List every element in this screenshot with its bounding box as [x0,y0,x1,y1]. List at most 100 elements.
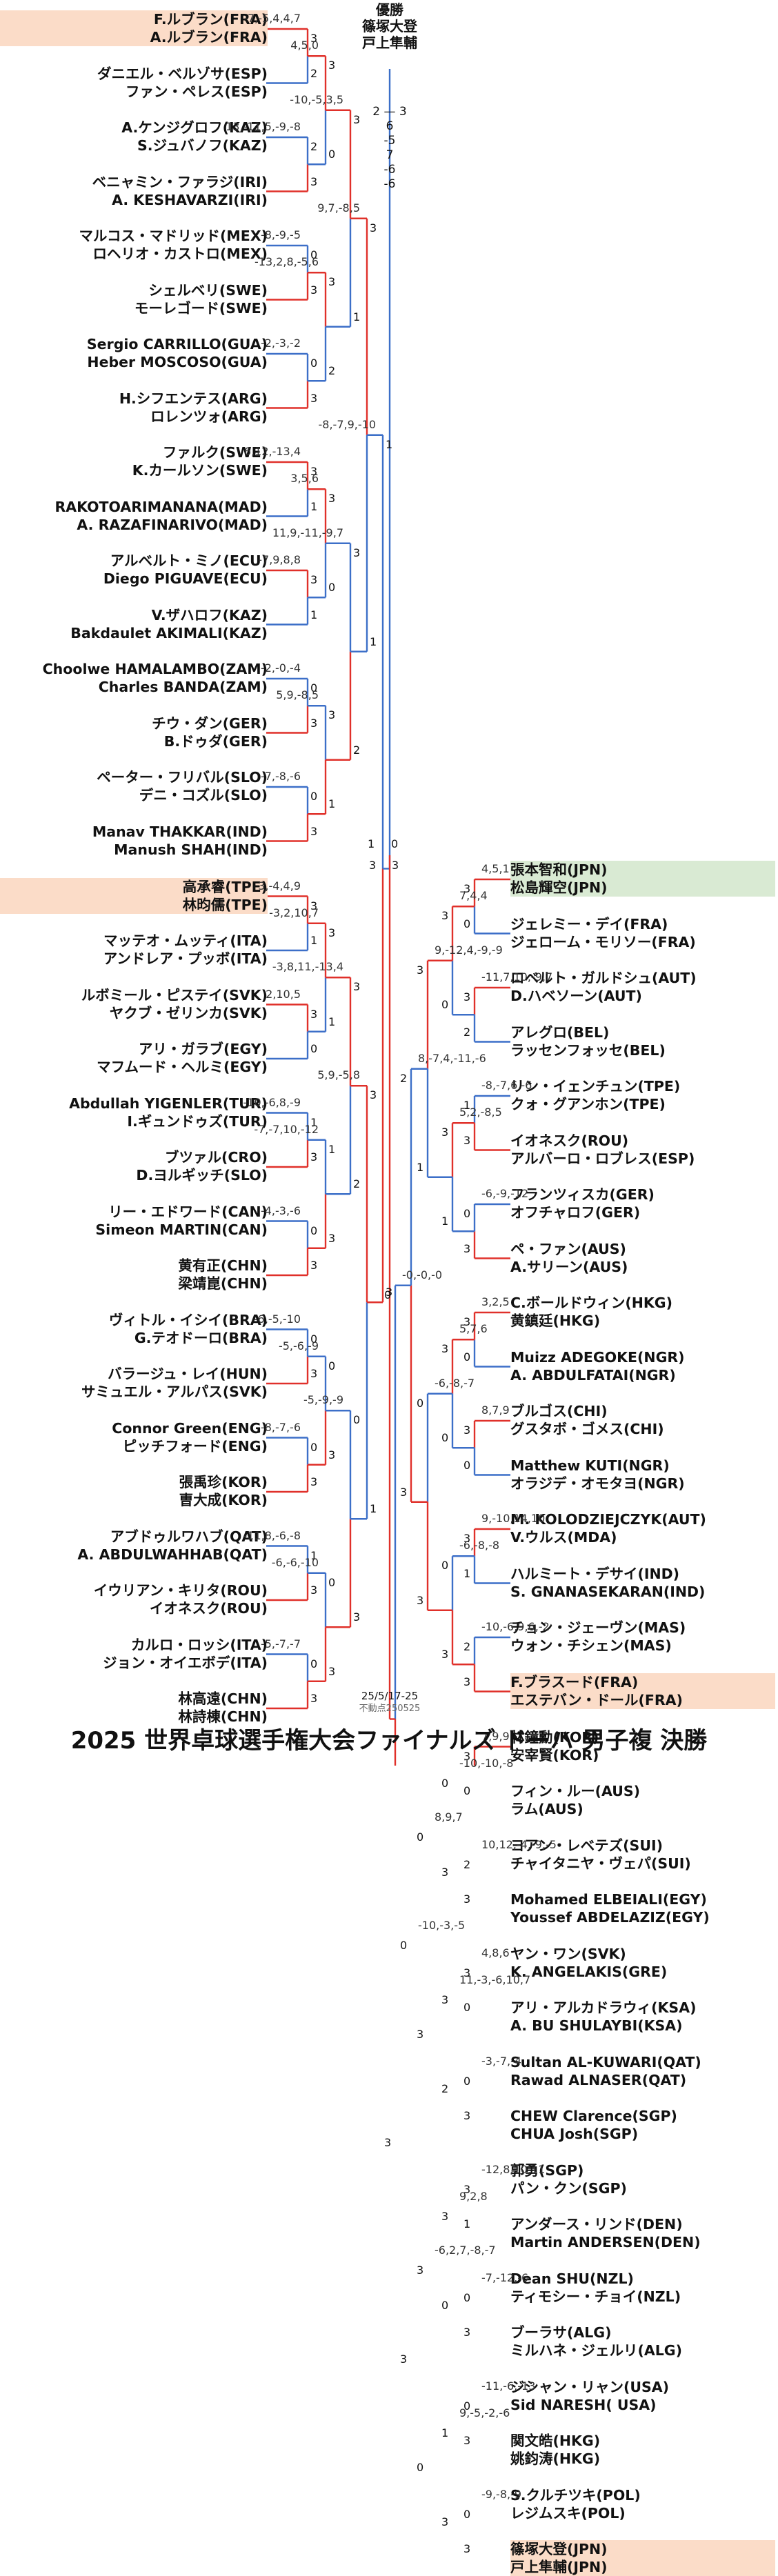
game-points: 0 [328,581,336,595]
match-score: 5,9,-8,5 [276,688,319,702]
game-points: 0 [384,1288,392,1301]
player-name: 戸上隼輔(JPN) [510,2559,608,2575]
player-name: 曺大成(KOR) [179,1492,268,1508]
player-name: フィン・ルー(AUS) [510,1783,640,1799]
player-name: 姚鈞涛(HKG) [510,2450,601,2467]
game-points: 1 [463,1566,471,1580]
game-points: 1 [463,1099,471,1112]
player-name: ミルハネ・ジェルリ(ALG) [510,2342,682,2359]
match-score: 10,12,-4,-9,-5 [481,1837,557,1851]
match-score: -3,-7,-4 [481,2054,522,2068]
match-score: -9,-8,-9 [481,2487,522,2501]
game-points: 3 [463,1749,471,1763]
game-points: 3 [463,882,471,895]
player-name: Sid NARESH( USA) [510,2396,657,2413]
game-points: 3 [417,963,424,977]
game-points: 1 [328,797,336,811]
team-pair: 黄有正(CHN)梁靖崑(CHN) [178,1257,268,1292]
player-name: Abdullah YIGENLER(TUR) [69,1095,268,1112]
player-name: 関文皓(HKG) [510,2433,601,2449]
player-name: A. RAZAFINARIVO(MAD) [77,516,268,533]
player-name: 梁靖崑(CHN) [178,1275,268,1292]
team-pair: Sergio CARRILLO(GUA)Heber MOSCOSO(GUA) [87,335,268,371]
team-pair: フランツィスカ(GER)オフチャロフ(GER) [510,1186,655,1221]
player-name: ラッセンフォッセ(BEL) [510,1041,666,1059]
game-points: 3 [370,221,377,234]
match-score: -10,-6,8,-9 [243,1095,301,1109]
team-pair: Mohamed ELBEIALI(EGY)Youssef ABDELAZIZ(E… [510,1890,710,1926]
player-name: ジェローム・モリソー(FRA) [510,933,696,950]
match-score: 8,7,9 [481,1404,510,1417]
player-name: 黄有正(CHN) [178,1257,268,1274]
game-points: 1 [310,1115,318,1129]
team-pair: 林鐘勳(KOR)安宰賢(KOR) [510,1728,599,1764]
team-pair: C.ボールドウィン(HKG)黄鎮廷(HKG) [510,1294,672,1330]
game-points: 0 [310,1042,318,1055]
game-points: 3 [463,990,471,1004]
game-points: 3 [463,1675,471,1688]
match-score: -11,8,-6,-8 [243,1528,301,1542]
team-pair: M. KOLODZIEJCZYK(AUT)V.ウルス(MDA) [510,1510,706,1546]
bracket-lines [266,28,510,1766]
match-score: 9,2,8 [459,2189,488,2203]
game-points: 3 [328,1664,336,1678]
match-score: -10,-5,3,5 [290,92,343,106]
match-score: -6,-9,-12 [481,1187,529,1200]
team-pair: ヴィトル・イシイ(BRA)G.テオドーロ(BRA) [109,1311,268,1347]
game-points: 0 [353,1413,361,1427]
game-points: 0 [441,998,449,1012]
team-pair: リー・エドワード(CAN)Simeon MARTIN(CAN) [95,1203,268,1239]
game-points: 3 [310,1259,318,1272]
team-pair: V.ザハロフ(KAZ)Bakdaulet AKIMALI(KAZ) [70,606,268,642]
match-score: 2,10,5 [266,987,301,1001]
match-score: -10,-3,-5 [418,1919,466,1933]
player-name: クォ・グアンホン(TPE) [510,1096,666,1112]
player-name: Matthew KUTI(NGR) [510,1457,670,1474]
game-points: 2 [400,1071,408,1085]
match-score: 4,5,0 [290,39,319,52]
player-name: アルベルト・ミノ(ECU) [110,552,268,569]
team-pair: フィン・ルー(AUS)ラム(AUS) [510,1782,640,1818]
player-name: アルバーロ・ロブレス(ESP) [510,1150,695,1167]
game-points: 3 [310,1475,318,1488]
game-points: 0 [310,1657,318,1670]
game-points: 1 [417,1160,424,1174]
player-name: チャイタニヤ・ヴェパ(SUI) [510,1855,691,1872]
game-points: 1 [370,635,377,648]
player-name: Youssef ABDELAZIZ(EGY) [510,1909,710,1926]
game-points: 3 [463,2542,471,2555]
player-name: Manav THAKKAR(IND) [92,823,268,840]
final-game-score: 6 [386,119,394,133]
team-pair: チウ・ダン(GER)B.ドゥダ(GER) [152,715,268,750]
game-points: 0 [310,1332,318,1346]
player-name: V.ザハロフ(KAZ) [151,606,268,623]
game-points: 3 [328,1231,336,1245]
game-points: 3 [463,1532,471,1545]
game-points: 0 [463,917,471,930]
match-score: -6,-8,-7 [435,1376,475,1390]
player-name: リー・エドワード(CAN) [108,1203,268,1220]
game-points: 0 [310,357,318,370]
match-score: 3,2,5 [481,1295,510,1308]
team-pair: ペーター・フリバル(SLO)デニ・コズル(SLO) [97,768,268,804]
game-points: 3 [400,1485,408,1499]
match-score: 9,-5,-2,-6 [459,2406,510,2419]
player-name: CHEW Clarence(SGP) [510,2108,677,2124]
game-points: 3 [463,1241,471,1255]
match-score: -6,-6,-10 [271,1555,319,1569]
player-name: Diego PIGUAVE(ECU) [103,570,268,587]
player-name: Martin ANDERSEN(DEN) [510,2234,701,2250]
game-points: 0 [441,1431,449,1445]
team-pair: マルコス・マドリッド(MEX)ロヘリオ・カストロ(MEX) [79,227,268,263]
team-pair: アリ・アルカドラウィ(KSA)A. BU SHULAYBI(KSA) [510,1999,696,2035]
game-points: 3 [310,1150,318,1164]
page-title: 2025 世界卓球選手権大会ファイナルズ ドーハ 男子複 決勝 [70,1727,708,1755]
team-pair: リン・イェンチュン(TPE)クォ・グアンホン(TPE) [510,1077,680,1113]
match-score: -4,-3,-6 [260,1204,301,1217]
player-name: CHUA Josh(SGP) [510,2126,639,2142]
player-name: アレグロ(BEL) [510,1024,610,1041]
game-points: 2 [441,2081,449,2095]
team-pair: F.ブラスード(FRA)エステバン・ドール(FRA) [510,1673,775,1709]
team-pair: 高承睿(TPE)林昀儒(TPE) [0,877,268,914]
team-pair: Manav THAKKAR(IND)Manush SHAH(IND) [92,823,268,859]
